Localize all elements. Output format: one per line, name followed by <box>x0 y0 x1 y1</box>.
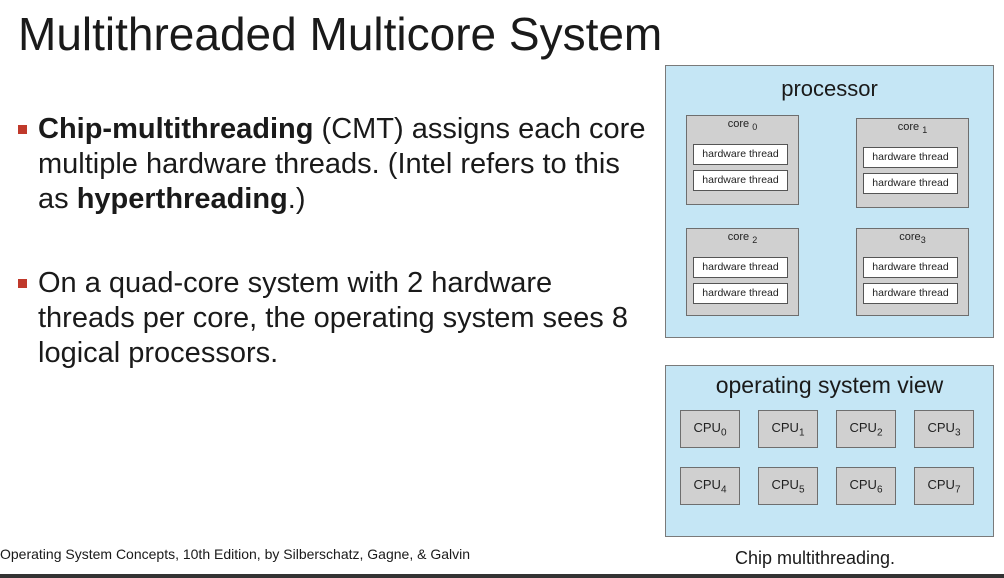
slide-title: Multithreaded Multicore System <box>18 8 663 60</box>
bullet-text: On a quad-core system with 2 hardware th… <box>38 267 628 369</box>
core-label: core3 <box>899 231 926 246</box>
cpu-5-box: CPU5 <box>758 467 818 505</box>
cpu-6-box: CPU6 <box>836 467 896 505</box>
cpu-7-box: CPU7 <box>914 467 974 505</box>
bullet-bold-term: Chip-multithreading <box>38 113 314 145</box>
bottom-divider <box>0 574 1004 578</box>
bullet-text-part: .) <box>287 183 306 215</box>
core-3-box: core3 hardware thread hardware thread <box>856 228 969 316</box>
cpu-1-box: CPU1 <box>758 410 818 448</box>
hardware-thread: hardware thread <box>693 257 788 278</box>
bullet-marker <box>18 279 27 288</box>
hardware-thread: hardware thread <box>693 283 788 304</box>
core-label: core 1 <box>897 121 928 136</box>
os-view-label: operating system view <box>715 372 944 398</box>
hardware-thread: hardware thread <box>863 257 958 278</box>
hardware-thread: hardware thread <box>863 173 958 194</box>
cpu-0-box: CPU0 <box>680 410 740 448</box>
core-0-box: core 0 hardware thread hardware thread <box>686 115 799 205</box>
cpu-3-box: CPU3 <box>914 410 974 448</box>
core-label: core 2 <box>727 231 758 246</box>
core-2-box: core 2 hardware thread hardware thread <box>686 228 799 316</box>
cpu-2-box: CPU2 <box>836 410 896 448</box>
bullet-quad-core: On a quad-core system with 2 hardware th… <box>18 266 648 371</box>
bullet-cmt: Chip-multithreading (CMT) assigns each c… <box>18 112 648 217</box>
hardware-thread: hardware thread <box>863 147 958 168</box>
bullet-text: Chip-multithreading (CMT) assigns each c… <box>38 112 648 217</box>
core-1-box: core 1 hardware thread hardware thread <box>856 118 969 208</box>
os-view-panel: operating system view CPU0 CPU1 CPU2 CPU… <box>665 365 994 537</box>
bullet-text-part: (CMT) assigns each core multiple hardwar… <box>38 113 646 215</box>
hardware-thread: hardware thread <box>693 144 788 165</box>
bullet-bold-term: hyperthreading <box>76 183 288 215</box>
hardware-thread: hardware thread <box>863 283 958 304</box>
figure-caption: Chip multithreading. <box>734 548 896 568</box>
bullet-marker <box>18 125 27 134</box>
core-label: core 0 <box>727 118 758 133</box>
slide-footer: Operating System Concepts, 10th Edition,… <box>0 546 471 562</box>
processor-panel: processor core 0 hardware thread hardwar… <box>665 65 994 338</box>
hardware-thread: hardware thread <box>693 170 788 191</box>
processor-label: processor <box>781 76 878 101</box>
cpu-4-box: CPU4 <box>680 467 740 505</box>
